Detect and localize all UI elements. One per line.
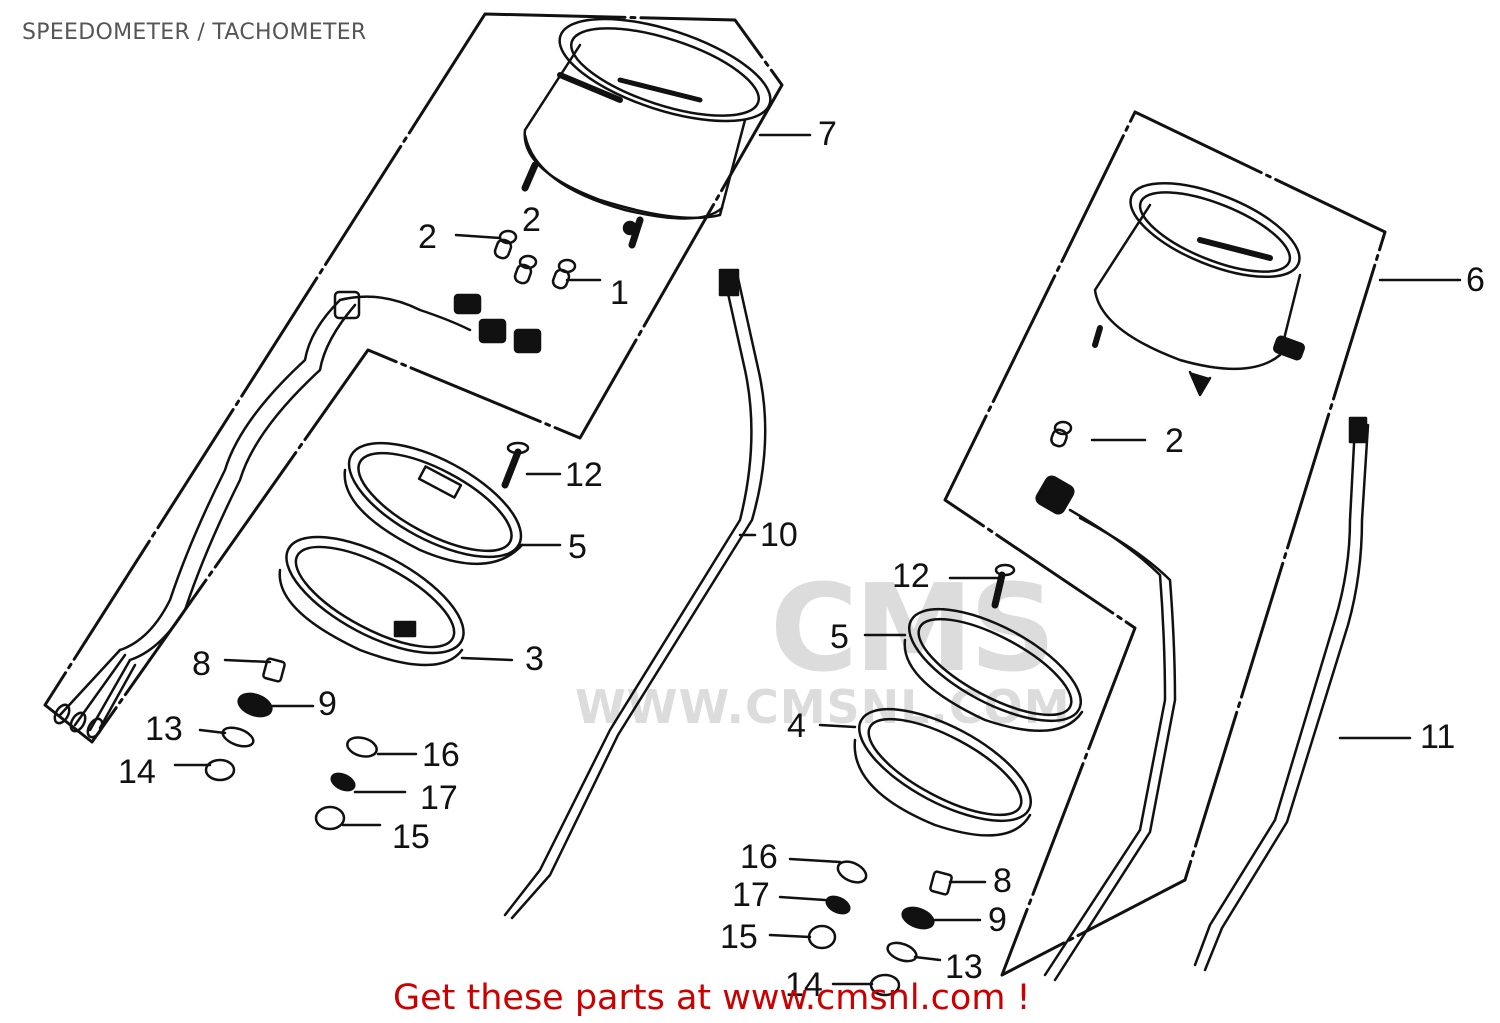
small-parts-tach — [807, 860, 953, 997]
callout-12: 12 — [892, 557, 930, 595]
tachometer-wiring — [1035, 475, 1177, 982]
screw-12-speedo — [501, 441, 530, 489]
callout-7: 7 — [818, 115, 837, 153]
tachometer-cable-11 — [1193, 416, 1370, 972]
speedometer-case-3 — [278, 535, 465, 667]
callout-17: 17 — [732, 876, 770, 914]
callout-4: 4 — [787, 707, 806, 745]
callout-3: 3 — [525, 640, 544, 678]
tachometer-gauge — [1092, 181, 1306, 397]
tachometer-case-4 — [853, 707, 1033, 837]
callout-13: 13 — [945, 948, 983, 986]
speedometer-assembly-boundary — [43, 12, 784, 744]
speedometer-cable-10 — [503, 268, 767, 920]
callout-2: 2 — [522, 201, 541, 239]
callout-16: 16 — [740, 838, 778, 876]
callout-5: 5 — [568, 528, 587, 566]
callout-15: 15 — [720, 918, 758, 956]
callout-9: 9 — [988, 901, 1007, 939]
callout-2: 2 — [418, 218, 437, 256]
callout-5: 5 — [830, 618, 849, 656]
callout-17: 17 — [420, 779, 458, 817]
callout-14: 14 — [785, 966, 823, 1004]
bulb-socket-tach — [1050, 420, 1073, 448]
callout-2: 2 — [1165, 422, 1184, 460]
callout-15: 15 — [392, 818, 430, 856]
callout-16: 16 — [422, 736, 460, 774]
bulb-sockets-speedo — [493, 229, 577, 290]
small-parts-speedo — [204, 657, 378, 831]
callout-8: 8 — [192, 645, 211, 683]
callout-13: 13 — [145, 710, 183, 748]
callout-8: 8 — [993, 862, 1012, 900]
tachometer-assembly-boundary — [943, 110, 1387, 977]
footer-parts-link[interactable]: Get these parts at www.cmsnl.com ! — [393, 978, 1031, 1018]
callout-12: 12 — [565, 456, 603, 494]
page-title: SPEEDOMETER / TACHOMETER — [22, 20, 367, 45]
callout-9: 9 — [318, 685, 337, 723]
screw-12-tach — [991, 563, 1016, 609]
speedometer-wiring-harness — [53, 290, 542, 739]
callout-6: 6 — [1466, 261, 1485, 299]
leader-lines — [173, 133, 1462, 986]
tachometer-rim-5 — [903, 607, 1084, 732]
callout-10: 10 — [760, 516, 798, 554]
callout-1: 1 — [610, 274, 629, 312]
speedometer-gauge — [521, 17, 772, 249]
callout-11: 11 — [1420, 718, 1456, 756]
callout-14: 14 — [118, 753, 156, 791]
